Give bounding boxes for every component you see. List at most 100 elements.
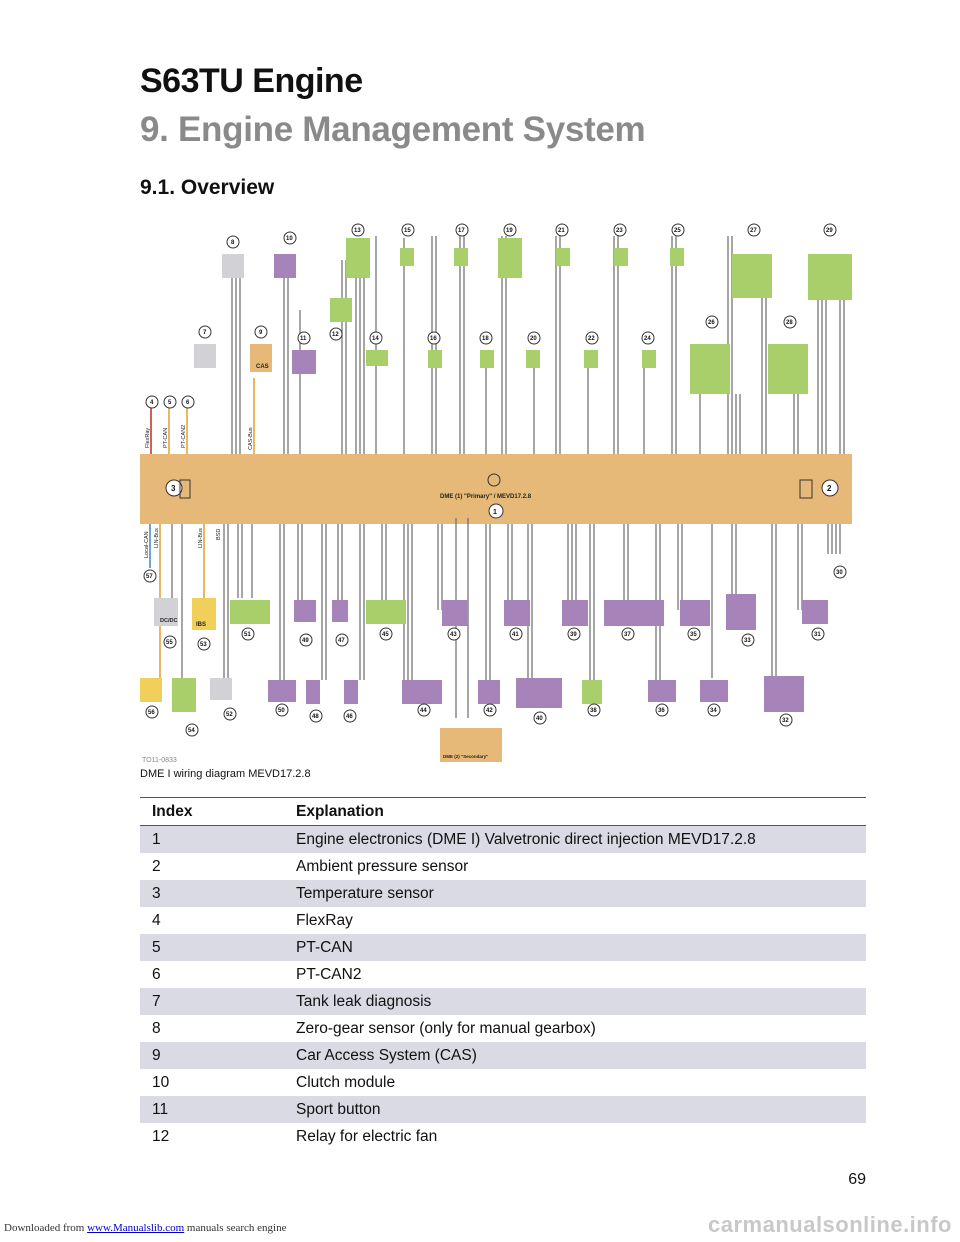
- svg-text:53: 53: [200, 642, 207, 648]
- svg-text:54: 54: [188, 728, 195, 734]
- linbus2-label: LIN-Bus: [198, 528, 204, 548]
- column-header-explanation: Explanation: [284, 797, 866, 826]
- svg-text:35: 35: [690, 632, 697, 638]
- index-cell: 7: [140, 988, 284, 1015]
- cas-label: CAS: [256, 364, 269, 370]
- ptcan-label: PT-CAN: [163, 428, 169, 448]
- svg-text:13: 13: [354, 228, 361, 234]
- ptcan2-label: PT-CAN2: [181, 425, 187, 448]
- explanation-cell: Clutch module: [296, 1073, 396, 1091]
- svg-text:44: 44: [420, 708, 427, 714]
- table-row: 10 Clutch module: [140, 1069, 866, 1096]
- document-title: S63TU Engine: [140, 62, 363, 100]
- svg-text:17: 17: [458, 228, 465, 234]
- table-row: 12 Relay for electric fan: [140, 1123, 866, 1150]
- column-header-index: Index: [140, 797, 284, 826]
- svg-text:30: 30: [836, 570, 843, 576]
- svg-text:26: 26: [708, 320, 715, 326]
- page-number: 69: [848, 1171, 866, 1188]
- svg-text:3: 3: [171, 484, 176, 493]
- svg-text:27: 27: [750, 228, 757, 234]
- svg-text:6: 6: [186, 400, 190, 406]
- explanation-cell: FlexRay: [296, 911, 353, 929]
- wiring-diagram: CAS 3 2 DME (1) "Primary" / MEVD17.2.8 1…: [140, 223, 852, 764]
- svg-text:20: 20: [530, 336, 537, 342]
- explanation-cell: Tank leak diagnosis: [284, 988, 866, 1015]
- svg-text:29: 29: [826, 228, 833, 234]
- svg-text:22: 22: [588, 336, 595, 342]
- linbus-label: LIN-Bus: [154, 528, 160, 548]
- footer-suffix: manuals search engine: [186, 1222, 287, 1234]
- svg-text:2: 2: [827, 484, 832, 493]
- explanation-cell: Relay for electric fan: [296, 1127, 438, 1145]
- explanation-cell: Ambient pressure sensor: [296, 857, 469, 875]
- svg-text:42: 42: [486, 708, 493, 714]
- svg-text:55: 55: [166, 640, 173, 646]
- explanation-cell: PT-CAN2: [296, 965, 362, 983]
- index-cell: 10: [152, 1073, 170, 1091]
- manualslib-link[interactable]: www.Manualslib.com: [87, 1222, 185, 1234]
- svg-text:52: 52: [226, 712, 233, 718]
- svg-text:23: 23: [616, 228, 623, 234]
- flexray-label: FlexRay: [145, 428, 151, 448]
- bsd-label: BSD: [216, 529, 222, 540]
- svg-text:31: 31: [814, 632, 821, 638]
- index-cell: 12: [152, 1127, 170, 1145]
- explanation-cell: Zero-gear sensor (only for manual gearbo…: [296, 1019, 596, 1037]
- top-components: [194, 238, 852, 394]
- section-heading: 9.1. Overview: [140, 176, 275, 199]
- svg-text:38: 38: [590, 708, 597, 714]
- svg-text:16: 16: [430, 336, 437, 342]
- svg-text:50: 50: [278, 708, 285, 714]
- explanation-cell: Sport button: [284, 1096, 866, 1123]
- bus-wires: [150, 378, 255, 454]
- index-cell: 3: [140, 880, 284, 907]
- svg-text:41: 41: [512, 632, 519, 638]
- svg-text:45: 45: [382, 632, 389, 638]
- svg-text:46: 46: [346, 714, 353, 720]
- svg-text:19: 19: [506, 228, 513, 234]
- figure-caption: DME I wiring diagram MEVD17.2.8: [140, 768, 311, 780]
- table-row: 6 PT-CAN2: [140, 961, 866, 988]
- index-cell: 4: [152, 911, 161, 929]
- svg-text:32: 32: [782, 718, 789, 724]
- svg-text:7: 7: [203, 330, 207, 336]
- svg-text:25: 25: [674, 228, 681, 234]
- svg-text:37: 37: [624, 632, 631, 638]
- svg-text:4: 4: [150, 400, 154, 406]
- ibs-label: IBS: [196, 622, 206, 628]
- callouts: 8 10 13 15 17 19 21 23 25 27 29 7 9 11 1…: [143, 223, 847, 737]
- svg-text:51: 51: [244, 632, 251, 638]
- svg-text:10: 10: [286, 236, 293, 242]
- dme2-label: DME (2) "Secondary": [443, 754, 488, 759]
- bottom-components: [140, 594, 828, 762]
- table-header-row: Index Explanation: [140, 797, 866, 826]
- explanation-cell: Temperature sensor: [284, 880, 866, 907]
- svg-text:21: 21: [558, 228, 565, 234]
- svg-text:28: 28: [786, 320, 793, 326]
- explanation-cell: Car Access System (CAS): [284, 1042, 866, 1069]
- chapter-heading: 9. Engine Management System: [140, 110, 646, 149]
- svg-text:33: 33: [744, 638, 751, 644]
- localcan-label: Local-CAN: [144, 531, 150, 558]
- index-cell: 2: [152, 857, 161, 875]
- index-cell: 6: [152, 965, 161, 983]
- index-cell: 1: [140, 825, 284, 853]
- svg-text:24: 24: [644, 336, 651, 342]
- svg-text:47: 47: [338, 638, 345, 644]
- dcdc-label: DC/DC: [160, 618, 177, 624]
- svg-text:9: 9: [259, 330, 263, 336]
- footer-prefix: Downloaded from: [4, 1222, 85, 1234]
- svg-text:12: 12: [332, 332, 339, 338]
- download-footer: Downloaded from www.Manualslib.com manua…: [4, 1222, 286, 1234]
- svg-text:49: 49: [302, 638, 309, 644]
- svg-text:15: 15: [404, 228, 411, 234]
- svg-text:39: 39: [570, 632, 577, 638]
- index-cell: 9: [140, 1042, 284, 1069]
